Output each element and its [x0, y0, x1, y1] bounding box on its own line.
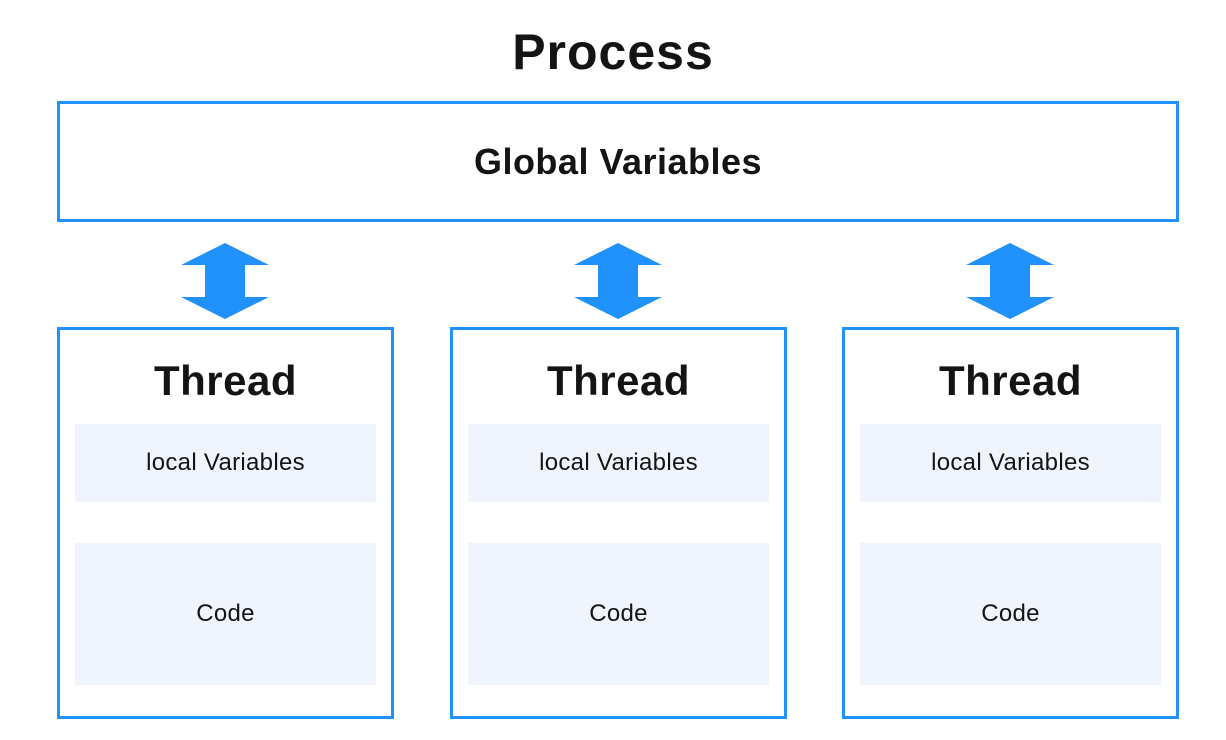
local-variables-box: local Variables: [468, 424, 769, 502]
thread-box: Thread local Variables Code: [842, 327, 1179, 719]
thread-title: Thread: [153, 357, 298, 404]
code-box: Code: [468, 543, 769, 685]
diagram-title: Process: [512, 24, 714, 80]
thread-box: Thread local Variables Code: [450, 327, 787, 719]
code-label: Code: [196, 600, 255, 627]
code-label: Code: [589, 600, 648, 627]
process-global-variables-box: Global Variables: [57, 101, 1179, 222]
thread-box: Thread local Variables Code: [57, 327, 394, 719]
code-label: Code: [981, 600, 1040, 627]
local-variables-box: local Variables: [75, 424, 376, 502]
local-variables-label: local Variables: [146, 449, 305, 476]
thread-title: Thread: [938, 357, 1083, 404]
bidirectional-vertical-arrow-icon: [181, 243, 269, 319]
global-variables-label: Global Variables: [473, 140, 763, 182]
local-variables-box: local Variables: [860, 424, 1161, 502]
bidirectional-vertical-arrow-icon: [966, 243, 1054, 319]
local-variables-label: local Variables: [539, 449, 698, 476]
local-variables-label: local Variables: [931, 449, 1090, 476]
code-box: Code: [75, 543, 376, 685]
thread-title: Thread: [546, 357, 691, 404]
bidirectional-vertical-arrow-icon: [574, 243, 662, 319]
code-box: Code: [860, 543, 1161, 685]
